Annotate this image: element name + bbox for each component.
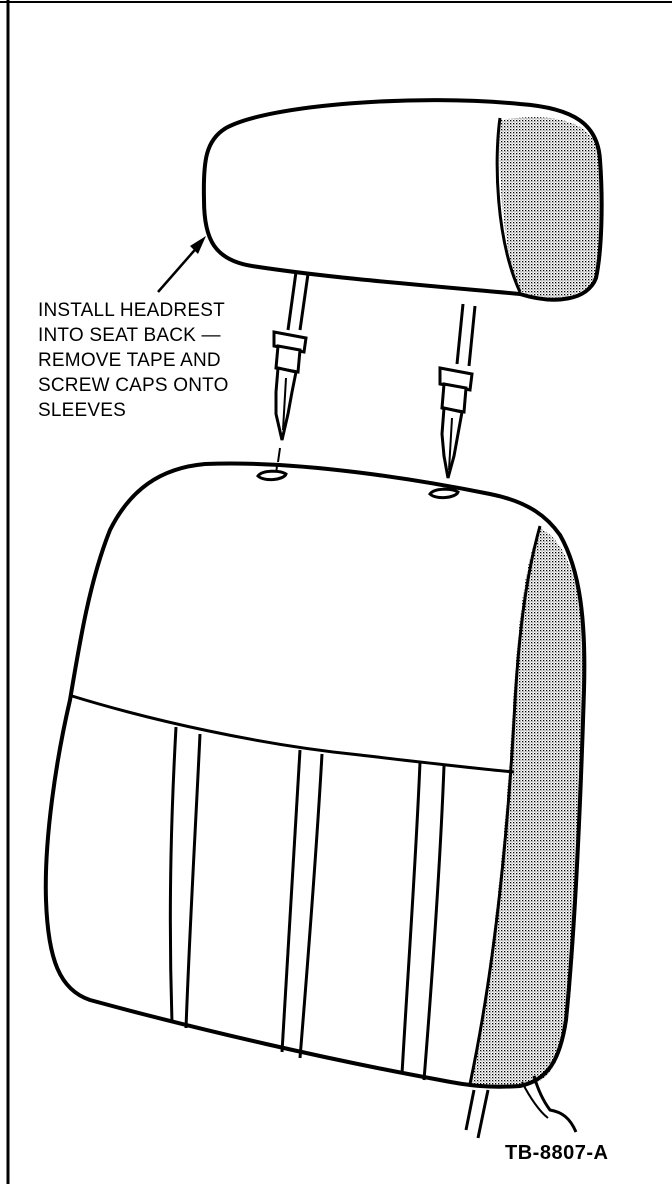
headrest-side-shading (499, 117, 602, 298)
seat-back-hinge-bracket (464, 1075, 578, 1139)
headrest-outline (201, 98, 604, 302)
headrest (201, 98, 604, 302)
pleat-stripe-2 (280, 749, 324, 1059)
callout-line-4: SCREW CAPS ONTO (38, 375, 229, 396)
callout-line-1: INSTALL HEADREST (38, 300, 225, 321)
right-headrest-hole (428, 487, 460, 500)
seat-cushion-seam (71, 694, 515, 774)
right-headrest-post (438, 303, 477, 479)
pleat-stripe-3 (400, 761, 446, 1081)
installation-instruction-callout: INSTALL HEADREST INTO SEAT BACK — REMOVE… (38, 298, 268, 423)
seat-back-outline (43, 461, 587, 1089)
callout-line-5: SLEEVES (38, 400, 127, 421)
left-headrest-post (272, 271, 310, 475)
callout-arrow (157, 236, 206, 293)
figure-id-label: TB-8807-A (505, 1142, 609, 1164)
seat-back-front-edge (468, 525, 542, 1085)
left-sleeve (274, 344, 302, 374)
pleat-stripe-1 (168, 726, 202, 1029)
headrest-front-face-edge (495, 117, 522, 293)
seat-back-side-shading (470, 528, 584, 1088)
callout-line-3: REMOVE TAPE AND (38, 350, 221, 371)
seat-back (43, 461, 587, 1139)
right-sleeve (440, 382, 468, 414)
left-headrest-hole (256, 469, 288, 482)
callout-line-2: INTO SEAT BACK — (38, 325, 221, 346)
